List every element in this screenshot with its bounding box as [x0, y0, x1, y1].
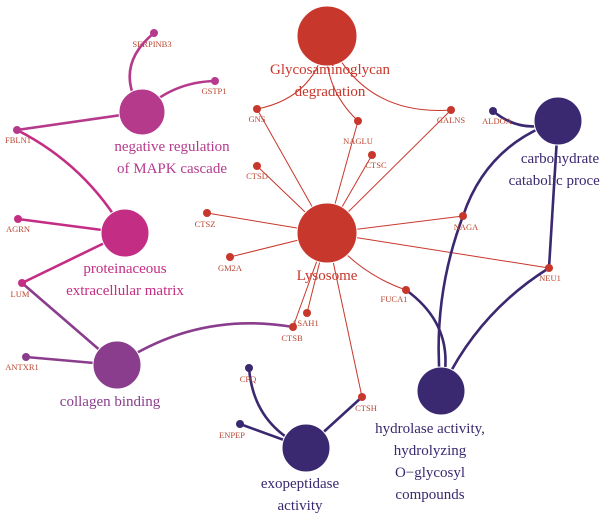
gene-node-serpinb3[interactable] [150, 29, 158, 37]
edge-hydrolase-naga [437, 215, 465, 392]
hub-label-line: O−glycosyl [395, 465, 465, 481]
edge-hydrolase-neu1 [439, 266, 550, 392]
gene-label-gstp1: GSTP1 [201, 86, 226, 96]
hub-label-line: negative regulation [114, 139, 230, 155]
hub-label-carbohydrate: carbohydrate catabolic process [509, 151, 600, 189]
hub-label-line: exopeptidase [261, 476, 340, 492]
hub-label-line: proteinaceous [83, 261, 166, 277]
nodes-layer [13, 5, 583, 473]
gene-node-ctsd[interactable] [253, 162, 261, 170]
hub-label-mapk: negative regulation of MAPK cascade [114, 139, 230, 177]
hub-label-line: collagen binding [60, 394, 161, 410]
gene-label-lum: LUM [11, 289, 30, 299]
edge-collagen-ctsb [116, 321, 294, 367]
gene-node-gm2a[interactable] [226, 253, 234, 261]
gene-label-ctsd: CTSD [246, 171, 268, 181]
hub-node-glycosaminoglycan[interactable] [296, 5, 358, 67]
gene-node-fuca1[interactable] [402, 286, 410, 294]
hub-node-lysosome[interactable] [296, 202, 358, 264]
hub-node-matrix[interactable] [100, 208, 150, 258]
hub-node-hydrolase[interactable] [416, 366, 466, 416]
hub-label-line: Glycosaminoglycan [270, 62, 390, 78]
hub-node-collagen[interactable] [92, 340, 142, 390]
hub-node-mapk[interactable] [118, 88, 166, 136]
gene-node-galns[interactable] [447, 106, 455, 114]
gene-node-ctsb[interactable] [289, 323, 297, 331]
gene-node-gns[interactable] [253, 105, 261, 113]
gene-label-enpep: ENPEP [219, 430, 245, 440]
hub-label-line: compounds [395, 487, 464, 503]
gene-label-fuca1: FUCA1 [381, 294, 408, 304]
hub-label-line: Lysosome [297, 268, 358, 284]
gene-label-aldoa: ALDOA [482, 116, 513, 126]
gene-label-ctsz: CTSZ [195, 219, 216, 229]
gene-label-cpq: CPQ [240, 374, 257, 384]
gene-label-ctsh: CTSH [355, 403, 377, 413]
gene-label-naga: NAGA [454, 222, 479, 232]
gene-node-neu1[interactable] [545, 264, 553, 272]
gene-node-aldoa[interactable] [489, 107, 497, 115]
gene-label-neu1: NEU1 [539, 273, 561, 283]
gene-node-ctsc[interactable] [368, 151, 376, 159]
gene-label-agrn: AGRN [6, 224, 30, 234]
gene-label-galns: GALNS [437, 115, 466, 125]
edges-layer [16, 31, 560, 450]
gene-label-ctsc: CTSC [365, 160, 387, 170]
hub-label-lysosome: Lysosome [297, 268, 358, 284]
gene-label-ctsb: CTSB [281, 333, 303, 343]
gene-label-asah1: ASAH1 [291, 318, 318, 328]
gene-label-naglu: NAGLU [343, 136, 373, 146]
hub-label-line: catabolic process [509, 173, 600, 189]
hub-label-line: activity [278, 498, 323, 514]
edge-lysosome-neu1 [326, 232, 550, 269]
gene-node-antxr1[interactable] [22, 353, 30, 361]
hub-label-line: hydrolase activity, [375, 421, 485, 437]
hub-label-line: of MAPK cascade [117, 161, 227, 177]
gene-node-ctsh[interactable] [358, 393, 366, 401]
gene-label-serpinb3: SERPINB3 [132, 39, 171, 49]
gene-node-agrn[interactable] [14, 215, 22, 223]
hub-label-line: hydrolyzing [394, 443, 467, 459]
gene-node-naga[interactable] [459, 212, 467, 220]
gene-node-lum[interactable] [18, 279, 26, 287]
gene-label-gns: GNS [248, 114, 265, 124]
hub-label-line: extracellular matrix [66, 283, 184, 299]
gene-node-fbln1[interactable] [13, 126, 21, 134]
hub-label-matrix: proteinaceous extracellular matrix [66, 261, 184, 299]
hub-node-carbohydrate[interactable] [533, 96, 583, 146]
hub-label-line: carbohydrate [521, 151, 600, 167]
gene-label-gm2a: GM2A [218, 263, 243, 273]
gene-node-gstp1[interactable] [211, 77, 219, 85]
gene-node-naglu[interactable] [354, 117, 362, 125]
hub-label-collagen: collagen binding [60, 394, 161, 410]
gene-node-enpep[interactable] [236, 420, 244, 428]
hub-label-line: degradation [295, 84, 366, 100]
hub-label-glycosaminoglycan: Glycosaminoglycan degradation [270, 62, 390, 100]
gene-label-antxr1: ANTXR1 [5, 362, 39, 372]
gene-label-fbln1: FBLN1 [5, 135, 31, 145]
hub-label-exopeptidase: exopeptidase activity [261, 476, 340, 514]
gene-node-asah1[interactable] [303, 309, 311, 317]
gene-node-cpq[interactable] [245, 364, 253, 372]
gene-node-ctsz[interactable] [203, 209, 211, 217]
hub-node-exopeptidase[interactable] [281, 423, 331, 473]
